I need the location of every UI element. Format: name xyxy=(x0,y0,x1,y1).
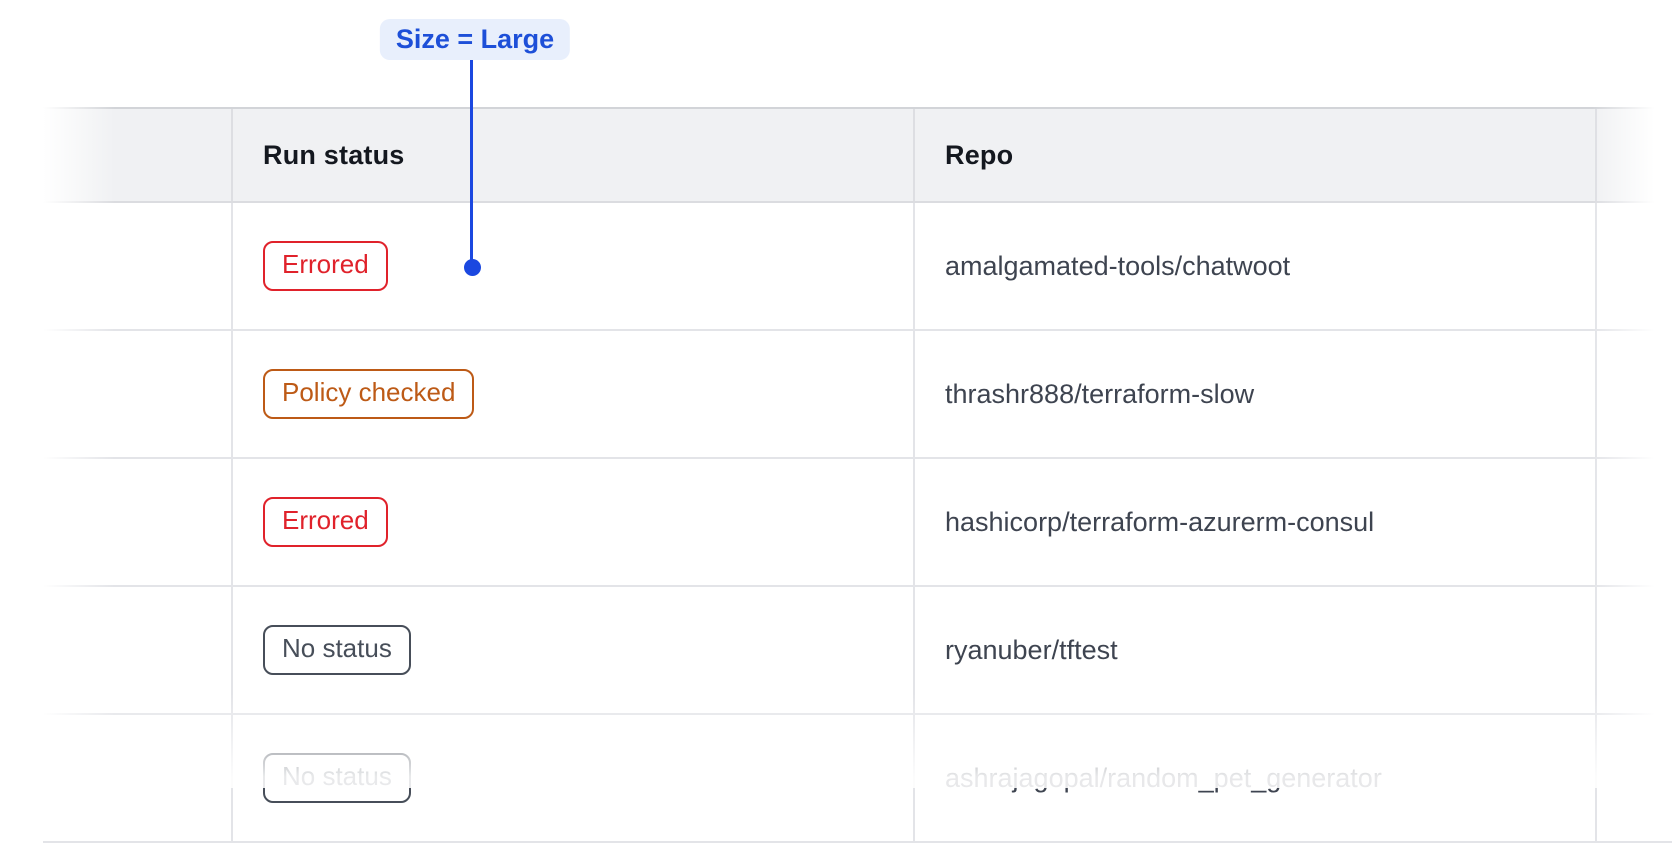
repo-column-header: Repo xyxy=(945,139,1014,170)
table-row[interactable]: Errored amalgamated-tools/chatwoot xyxy=(43,203,1672,331)
screen: Run status Repo Errored amalgamated-tool… xyxy=(0,19,1672,843)
annotation-connector-line xyxy=(470,60,473,267)
status-badge: Errored xyxy=(263,241,388,291)
repo-name: amalgamated-tools/chatwoot xyxy=(945,250,1291,281)
row-cell-status: No status xyxy=(233,715,915,841)
row-cell-status: No status xyxy=(233,587,915,713)
table-row[interactable]: No status ryanuber/tftest xyxy=(43,587,1672,715)
repo-name: ashrajagopal/random_pet_generator xyxy=(945,762,1382,793)
row-cell-empty xyxy=(43,331,233,457)
table-row[interactable]: No status ashrajagopal/random_pet_genera… xyxy=(43,715,1672,843)
row-cell-repo: hashicorp/terraform-azurerm-consul xyxy=(915,459,1597,585)
size-annotation-label: Size = Large xyxy=(379,19,571,60)
header-cell-cropped xyxy=(1597,109,1672,201)
row-cell-cropped xyxy=(1597,331,1672,457)
header-cell-empty xyxy=(43,109,233,201)
status-badge: No status xyxy=(263,753,411,803)
row-cell-cropped xyxy=(1597,459,1672,585)
row-cell-empty xyxy=(43,715,233,841)
row-cell-repo: thrashr888/terraform-slow xyxy=(915,331,1597,457)
repo-name: thrashr888/terraform-slow xyxy=(945,378,1255,409)
repo-name: hashicorp/terraform-azurerm-consul xyxy=(945,506,1375,537)
row-cell-empty xyxy=(43,459,233,585)
header-cell-run-status: Run status xyxy=(233,109,915,201)
row-cell-status: Errored xyxy=(233,203,915,329)
repo-name: ryanuber/tftest xyxy=(945,634,1118,665)
row-cell-status: Errored xyxy=(233,459,915,585)
table-row[interactable]: Policy checked thrashr888/terraform-slow xyxy=(43,331,1672,459)
row-cell-status: Policy checked xyxy=(233,331,915,457)
status-badge: Errored xyxy=(263,497,388,547)
status-badge: Policy checked xyxy=(263,369,475,419)
row-cell-cropped xyxy=(1597,203,1672,329)
annotation-pointer-dot xyxy=(464,259,481,276)
row-cell-repo: ashrajagopal/random_pet_generator xyxy=(915,715,1597,841)
table-row[interactable]: Errored hashicorp/terraform-azurerm-cons… xyxy=(43,459,1672,587)
status-badge: No status xyxy=(263,625,411,675)
row-cell-empty xyxy=(43,203,233,329)
row-cell-cropped xyxy=(1597,715,1672,841)
row-cell-empty xyxy=(43,587,233,713)
runs-table: Run status Repo Errored amalgamated-tool… xyxy=(43,107,1672,843)
row-cell-cropped xyxy=(1597,587,1672,713)
row-cell-repo: ryanuber/tftest xyxy=(915,587,1597,713)
row-cell-repo: amalgamated-tools/chatwoot xyxy=(915,203,1597,329)
table-header-row: Run status Repo xyxy=(43,107,1672,203)
header-cell-repo: Repo xyxy=(915,109,1597,201)
run-status-column-header: Run status xyxy=(263,139,405,170)
